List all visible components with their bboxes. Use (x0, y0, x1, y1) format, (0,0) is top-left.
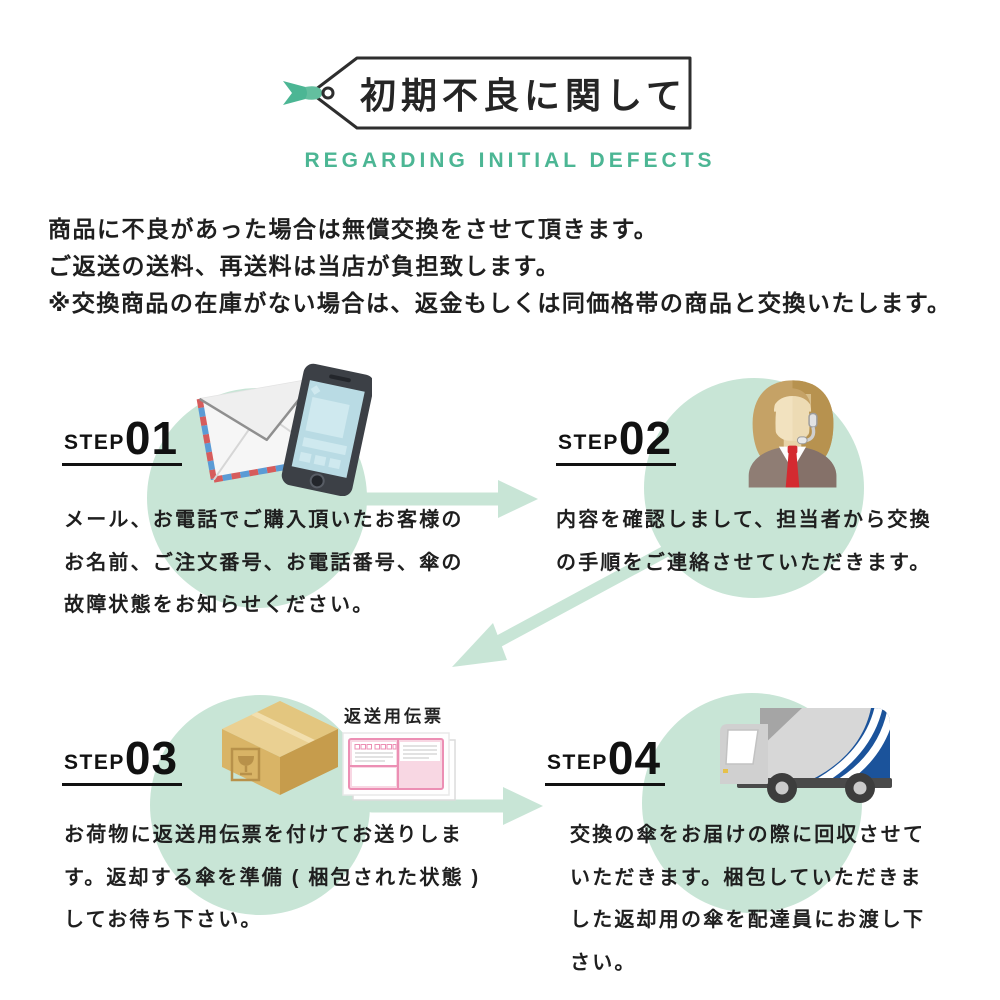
intro-line: ご返送の送料、再送料は当店が負担致します。 (48, 253, 561, 279)
step-number: 01 (124, 412, 179, 464)
step-number: 04 (607, 732, 662, 784)
step4-label: STEP 04 (545, 732, 666, 786)
step-word: STEP (558, 430, 619, 454)
arrow-right-icon (365, 787, 543, 825)
tag-hole (321, 86, 335, 100)
arrow-right-icon (360, 480, 538, 518)
tag-shape (309, 56, 692, 130)
description-line: さい。 (570, 951, 637, 974)
mail-phone-icon (196, 363, 372, 496)
truck-icon (720, 708, 892, 803)
description-line: 故障状態をお知らせください。 (64, 594, 375, 616)
step-number: 03 (124, 732, 179, 784)
box-slip-icon (222, 701, 456, 801)
step2-description: 内容を確認しまして、担当者から交換 の手順をご連絡させていただきます。 (556, 499, 932, 584)
description-line: いただきます。梱包していただきま (570, 866, 923, 889)
cardboard-box-icon (222, 701, 338, 795)
page-title: 初期不良に関して (360, 75, 687, 116)
step4-description: 交換の傘をお届けの際に回収させて いただきます。梱包していただきま した返却用の… (570, 814, 925, 984)
step1-label: STEP 01 (62, 412, 183, 466)
intro-line: 商品に不良があった場合は無償交換をさせて頂きます。 (48, 216, 659, 242)
smartphone-icon (281, 363, 372, 496)
step-word: STEP (547, 750, 608, 774)
description-line: 内容を確認しまして、担当者から交換 (556, 509, 932, 531)
step3-description: お荷物に返送用伝票を付けてお送りしま す。返却する傘を準備 ( 梱包された状態 … (64, 814, 480, 942)
step-word: STEP (64, 750, 125, 774)
step1-description: メール、お電話でご購入頂いたお客様の お名前、ご注文番号、お電話番号、傘の 故障… (64, 499, 464, 627)
description-line: の手順をご連絡させていただきます。 (556, 551, 932, 574)
return-slip-icon (342, 732, 456, 801)
description-line: す。返却する傘を準備 ( 梱包された状態 ) (64, 866, 481, 889)
header-tag (283, 56, 692, 130)
description-line: お荷物に返送用伝票を付けてお送りしま (64, 824, 463, 846)
description-line: した返却用の傘を配達員にお渡し下 (570, 909, 926, 931)
intro-text: 商品に不良があった場合は無償交換をさせて頂きます。 ご返送の送料、再送料は当店が… (48, 211, 952, 322)
description-line: してお待ち下さい。 (64, 909, 263, 931)
operator-icon (748, 380, 837, 488)
step-word: STEP (64, 430, 125, 454)
intro-line: ※交換商品の在庫がない場合は、返金もしくは同価格帯の商品と交換いたします。 (48, 290, 952, 316)
step-number: 02 (618, 412, 673, 464)
arrow-diagonal-icon (452, 544, 674, 667)
description-line: お名前、ご注文番号、お電話番号、傘の (64, 551, 464, 574)
page-subtitle: REGARDING INITIAL DEFECTS (304, 149, 716, 172)
return-slip-label: 返送用伝票 (344, 707, 444, 726)
description-line: メール、お電話でご購入頂いたお客様の (64, 509, 464, 531)
step3-label: STEP 03 (62, 732, 183, 786)
description-line: 交換の傘をお届けの際に回収させて (570, 824, 926, 846)
step2-label: STEP 02 (556, 412, 677, 466)
ribbon-knot-icon (305, 86, 323, 100)
